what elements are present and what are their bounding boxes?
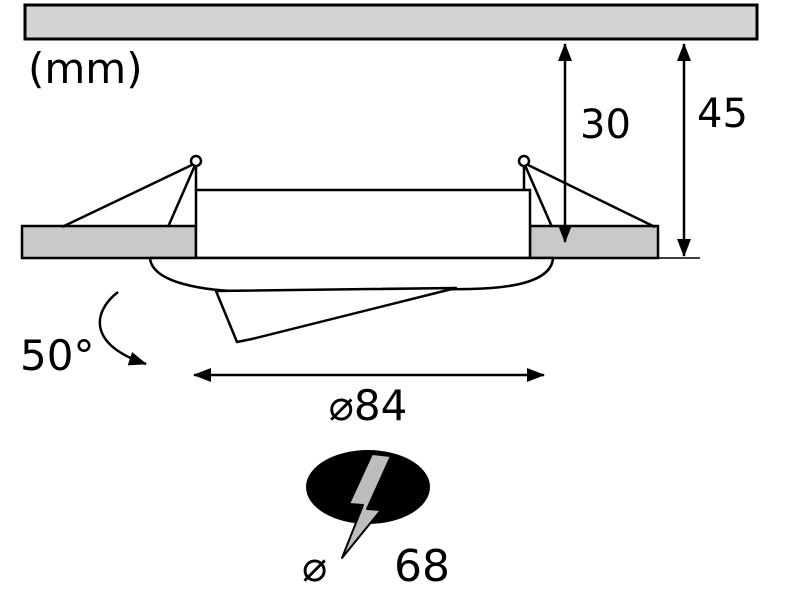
dim-label-total-depth: 45 <box>697 91 748 137</box>
cutout-diameter-label: 68 <box>394 541 450 592</box>
tilted-lamp <box>214 286 458 344</box>
left-spring-clip <box>61 154 203 229</box>
lamp-housing <box>194 188 532 260</box>
left-flange <box>20 224 198 260</box>
right-flange <box>528 224 660 260</box>
right-spring-clip <box>517 154 656 229</box>
bezel-diameter-label: ⌀84 <box>329 381 408 430</box>
left-pivot-icon <box>189 154 203 168</box>
right-pivot-icon <box>517 154 531 168</box>
tilt-angle-label: 50° <box>20 331 94 380</box>
trim-bezel <box>148 256 555 294</box>
lightning-bolt-icon <box>341 453 392 559</box>
dim-label-recess-depth: 30 <box>580 102 631 148</box>
cutout-diameter-symbol: ⌀ <box>302 542 327 591</box>
tilt-angle-arrow <box>98 291 147 366</box>
unit-label: (mm) <box>28 44 143 93</box>
ceiling-panel <box>23 3 759 41</box>
